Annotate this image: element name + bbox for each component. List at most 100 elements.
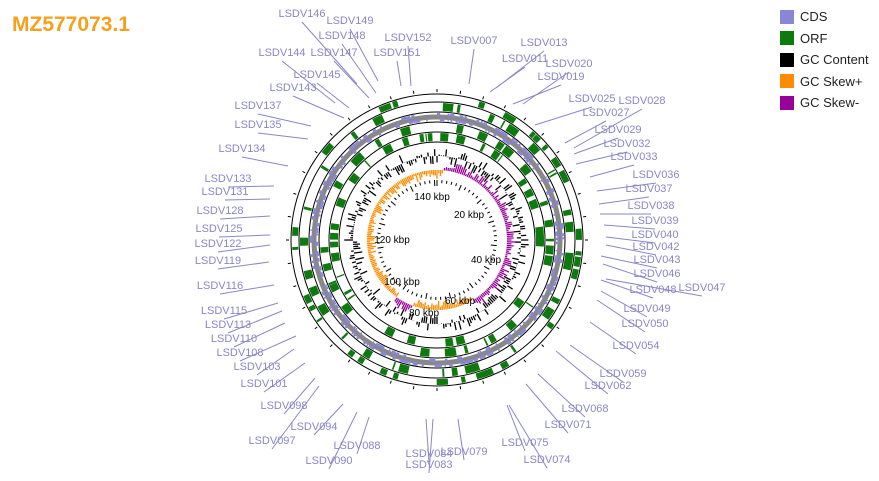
- gene-label: LSDV032: [603, 138, 650, 150]
- gc-skew-bar: [490, 190, 499, 197]
- gc-skew-bar: [383, 281, 388, 286]
- orf-block: [541, 144, 549, 152]
- gene-leader-line: [263, 362, 306, 393]
- cds-block: [340, 320, 346, 326]
- gc-bar: [385, 164, 390, 172]
- gc-bar: [513, 230, 521, 233]
- cds-block: [362, 134, 368, 140]
- gene-leader-line: [224, 198, 271, 201]
- orf-block: [451, 367, 459, 377]
- kbp-tick: [490, 244, 497, 247]
- gc-bar: [495, 184, 502, 191]
- gc-skew-bar: [392, 290, 396, 295]
- gc-skew-bar: [476, 179, 479, 183]
- cds-block: [359, 138, 363, 142]
- gc-skew-bar: [496, 200, 501, 204]
- kbp-tick: [394, 280, 398, 284]
- gene-label: LSDV146: [278, 8, 325, 20]
- gc-bar: [372, 182, 376, 185]
- gc-skew-bar: [506, 244, 514, 247]
- cds-block: [553, 213, 557, 216]
- gc-bar: [404, 318, 408, 324]
- cds-backbone: [311, 114, 563, 366]
- gc-bar: [520, 227, 526, 230]
- kbp-tick: [481, 275, 485, 278]
- orf-block: [479, 143, 486, 152]
- kbp-tick: [411, 291, 414, 295]
- cds-block: [413, 119, 416, 124]
- cds-block: [560, 252, 564, 256]
- gc-bar: [503, 280, 509, 285]
- orf-block: [490, 149, 501, 161]
- orf-block: [500, 120, 506, 129]
- gc-skew-bar: [411, 174, 415, 180]
- gc-bar: [364, 288, 370, 294]
- cds-block: [522, 148, 527, 152]
- orf-block: [317, 302, 330, 316]
- gc-skew-bar: [376, 270, 384, 276]
- outer-tick: [389, 96, 392, 100]
- gene-leader-line: [316, 82, 350, 109]
- cds-block: [429, 358, 432, 362]
- gc-bar: [505, 279, 511, 283]
- orf-block: [347, 294, 356, 301]
- gc-skew-bar: [391, 186, 398, 194]
- outer-tick: [314, 326, 318, 330]
- gene-leader-line: [573, 137, 619, 155]
- gc-skew-bar: [370, 216, 375, 219]
- cds-block: [518, 331, 524, 337]
- gene-label: LSDV040: [631, 229, 678, 241]
- gc-skew-bar: [504, 255, 508, 258]
- gc-skew-bar: [418, 301, 422, 308]
- gc-skew-bar: [503, 218, 509, 221]
- gc-skew-bar: [494, 198, 498, 201]
- gc-bar: [375, 181, 382, 188]
- kbp-tick: [471, 192, 475, 196]
- gc-skew-bar: [459, 299, 463, 306]
- gc-bar: [517, 216, 524, 219]
- kbp-tick: [487, 211, 491, 214]
- gc-bar: [401, 317, 406, 326]
- orf-block: [354, 152, 365, 163]
- gc-skew-bar: [391, 288, 396, 294]
- kbp-tick: [388, 273, 392, 276]
- gc-bar: [515, 210, 521, 213]
- gc-skew-bar: [481, 180, 489, 188]
- gene-leader-line: [589, 164, 635, 178]
- orf-block: [392, 100, 399, 108]
- gc-skew-bar: [444, 300, 447, 310]
- gc-bar: [458, 315, 462, 321]
- gc-skew-bar: [506, 231, 515, 234]
- gene-label: LSDV128: [196, 205, 243, 217]
- cds-block: [319, 273, 324, 278]
- gene-label: LSDV062: [584, 380, 631, 392]
- gc-skew-bar: [401, 302, 406, 310]
- gene-label: LSDV013: [520, 37, 567, 49]
- kbp-tick: [391, 277, 395, 280]
- kbp-tick: [425, 292, 428, 300]
- outer-tick: [503, 105, 506, 109]
- kbp-tick: [390, 201, 396, 206]
- gene-leader-line: [333, 60, 370, 99]
- gc-skew-bar: [493, 280, 500, 286]
- orf-block: [539, 200, 549, 207]
- cds-block: [473, 357, 479, 362]
- cds-block: [534, 305, 539, 311]
- cds-block: [520, 153, 524, 156]
- cds-block: [315, 233, 319, 236]
- legend-label: CDS: [800, 9, 828, 25]
- gc-bar: [360, 279, 364, 282]
- gc-bar: [358, 209, 363, 213]
- gc-bar: [490, 293, 497, 300]
- cds-block: [464, 116, 468, 120]
- cds-block: [479, 355, 484, 360]
- cds-block: [337, 308, 341, 312]
- gc-skew-bar: [505, 223, 513, 227]
- orf-block: [546, 321, 555, 330]
- cds-block: [326, 186, 331, 191]
- gc-bar: [512, 261, 518, 265]
- gc-bar: [502, 284, 507, 289]
- gc-skew-bar: [385, 191, 392, 198]
- gc-skew-bar: [468, 170, 473, 178]
- cds-block: [327, 292, 332, 297]
